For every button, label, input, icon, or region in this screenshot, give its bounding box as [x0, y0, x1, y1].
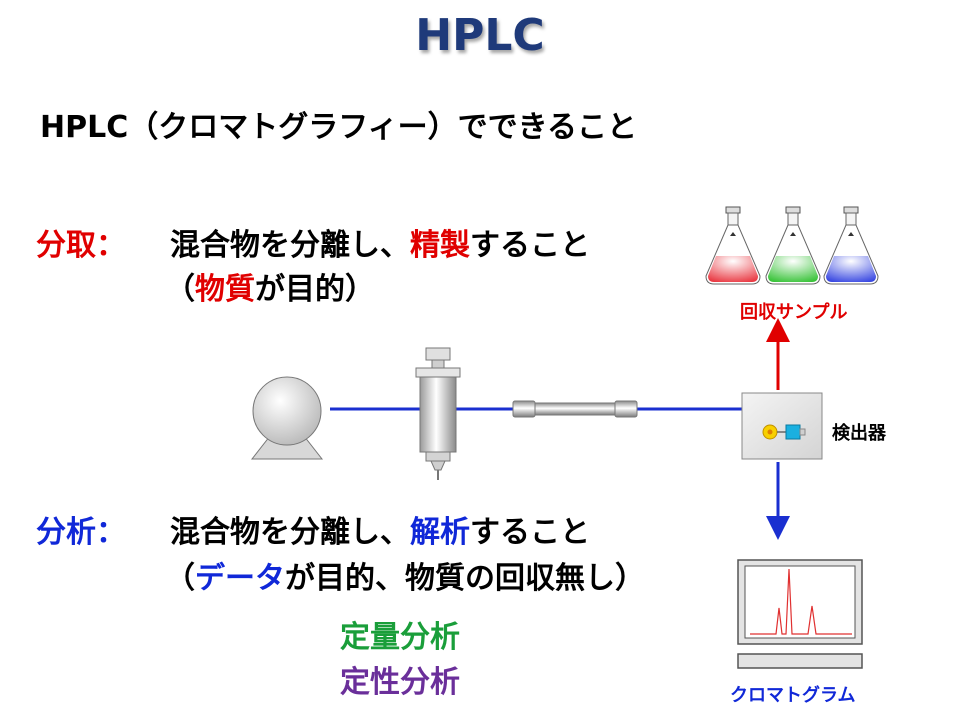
preparative-desc-a: 混合物を分離し、: [170, 228, 410, 263]
injector-icon: [415, 347, 461, 480]
quantitative-analysis-label: 定量分析: [340, 620, 460, 655]
detector-label: 検出器: [832, 423, 886, 444]
page-title: HPLC: [415, 10, 545, 61]
analytical-purpose: （データが目的、物質の回収無し）: [165, 553, 645, 597]
chromatogram-label: クロマトグラム: [730, 685, 856, 706]
flask-green-icon: [765, 206, 821, 285]
preparative-label: 分取：: [36, 228, 126, 263]
analytical-paren-open: （: [165, 561, 195, 596]
subtitle: HPLC（クロマトグラフィー）でできること: [40, 110, 638, 145]
preparative-paren-close: が目的）: [255, 272, 375, 307]
analytical-desc-b: すること: [470, 515, 590, 550]
monitor-icon: [737, 559, 863, 669]
pump-icon: [250, 376, 324, 460]
preparative-purpose-highlight: 物質: [195, 272, 255, 307]
flask-red-icon: [705, 206, 761, 285]
analytical-purpose-highlight: データ: [195, 561, 285, 596]
chromatogram-trace: [750, 568, 852, 635]
flask-blue-icon: [823, 206, 879, 285]
preparative-row: 分取：: [36, 220, 126, 264]
preparative-description: 混合物を分離し、精製すること: [170, 220, 590, 264]
analytical-label: 分析：: [36, 515, 126, 550]
preparative-paren-open: （: [165, 272, 195, 307]
analytical-description: 混合物を分離し、解析すること: [170, 507, 590, 551]
qualitative-analysis-label: 定性分析: [340, 665, 460, 700]
column-icon: [512, 400, 638, 418]
recovered-sample-label: 回収サンプル: [740, 302, 848, 323]
analytical-desc-highlight: 解析: [410, 515, 470, 550]
preparative-desc-b: すること: [470, 228, 590, 263]
detector-icon: [741, 392, 823, 460]
analytical-paren-close: が目的、物質の回収無し）: [285, 561, 645, 596]
preparative-purpose: （物質が目的）: [165, 264, 375, 308]
analytical-desc-a: 混合物を分離し、: [170, 515, 410, 550]
preparative-desc-highlight: 精製: [410, 228, 470, 263]
analytical-row: 分析：: [36, 507, 126, 551]
